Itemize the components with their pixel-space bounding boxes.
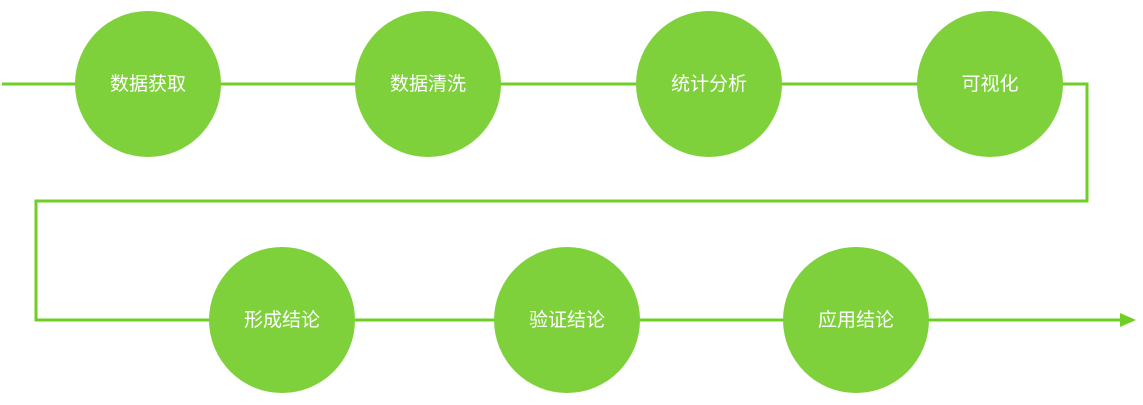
step-label: 数据获取 xyxy=(110,73,186,95)
process-step-data-acquisition: 数据获取 xyxy=(75,11,221,157)
flow-end-arrow-icon xyxy=(1120,313,1136,327)
step-circle xyxy=(209,247,355,393)
step-circle xyxy=(355,11,501,157)
step-circle xyxy=(636,11,782,157)
step-label: 可视化 xyxy=(961,73,1018,95)
step-circle xyxy=(783,247,929,393)
step-label: 应用结论 xyxy=(818,309,894,331)
step-circle xyxy=(75,11,221,157)
process-step-data-cleaning: 数据清洗 xyxy=(355,11,501,157)
process-step-statistical-analysis: 统计分析 xyxy=(636,11,782,157)
process-step-visualization: 可视化 xyxy=(917,11,1063,157)
step-label: 验证结论 xyxy=(529,309,605,331)
step-label: 统计分析 xyxy=(671,73,747,95)
step-label: 数据清洗 xyxy=(390,73,466,95)
process-step-verify-conclusion: 验证结论 xyxy=(494,247,640,393)
process-step-form-conclusion: 形成结论 xyxy=(209,247,355,393)
step-label: 形成结论 xyxy=(244,309,320,331)
step-circle xyxy=(494,247,640,393)
step-circle xyxy=(917,11,1063,157)
process-step-apply-conclusion: 应用结论 xyxy=(783,247,929,393)
